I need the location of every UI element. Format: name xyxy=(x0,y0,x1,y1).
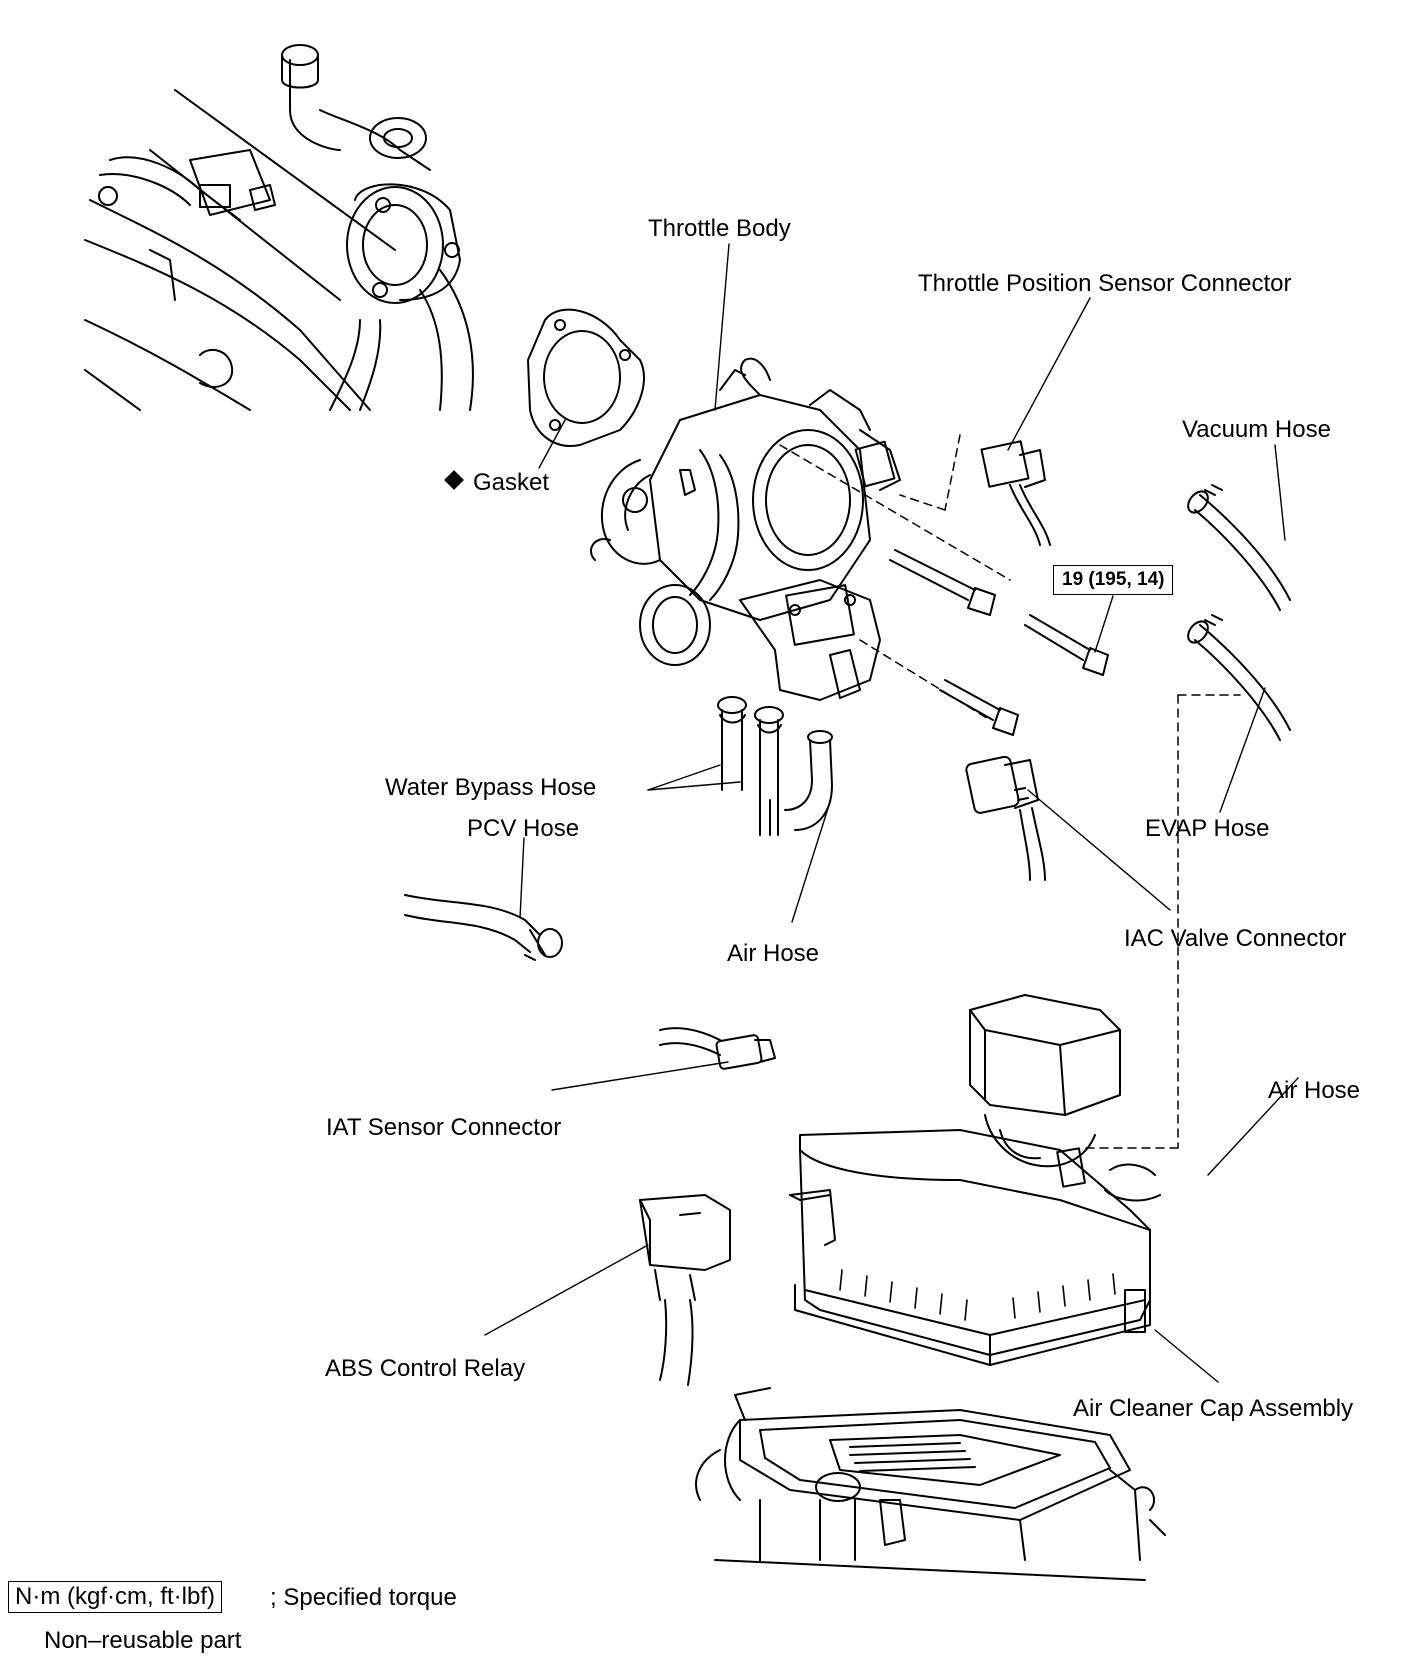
tps-connector-drawing xyxy=(980,440,1051,546)
intake-manifold-drawing xyxy=(84,44,474,411)
label-iac-connector: IAC Valve Connector xyxy=(1124,925,1347,952)
label-iat-connector: IAT Sensor Connector xyxy=(326,1114,562,1141)
label-abs-relay: ABS Control Relay xyxy=(325,1355,526,1382)
label-tps-connector: Throttle Position Sensor Connector xyxy=(918,270,1292,297)
legend-nonreusable-desc: Non–reusable part xyxy=(44,1627,242,1654)
pcv-hose-drawing xyxy=(404,894,563,961)
legend-torque-unit-box: N·m (kgf·cm, ft·lbf) xyxy=(8,1581,222,1613)
label-pcv-hose: PCV Hose xyxy=(467,815,580,842)
alignment-dashed-lines xyxy=(779,434,1241,1149)
label-throttle-body: Throttle Body xyxy=(648,215,791,242)
label-air-cleaner-cap: Air Cleaner Cap Assembly xyxy=(1073,1395,1354,1422)
label-vacuum-hose: Vacuum Hose xyxy=(1182,416,1331,443)
label-air-hose-right: Air Hose xyxy=(1268,1077,1361,1104)
gasket-drawing xyxy=(527,308,645,447)
water-bypass-air-hoses-drawing xyxy=(717,696,833,836)
label-water-bypass-hose: Water Bypass Hose xyxy=(385,774,597,801)
iac-connector-drawing xyxy=(965,755,1046,881)
leader-lines xyxy=(484,243,1299,1383)
torque-spec-box: 19 (195, 14) xyxy=(1053,565,1174,595)
label-gasket: Gasket xyxy=(444,469,550,497)
air-cleaner-cap-drawing xyxy=(789,994,1161,1366)
throttle-body-drawing xyxy=(590,357,901,701)
label-evap-hose: EVAP Hose xyxy=(1145,815,1270,842)
label-air-hose-upper: Air Hose xyxy=(727,940,820,967)
abs-relay-drawing xyxy=(639,1194,731,1386)
label-gasket-text: Gasket xyxy=(473,469,550,496)
iat-connector-drawing xyxy=(659,1027,776,1070)
bolts-drawing xyxy=(889,549,1109,736)
legend-torque-desc: ; Specified torque xyxy=(270,1584,457,1611)
air-cleaner-case-drawing xyxy=(695,1387,1166,1581)
vacuum-evap-hoses-drawing xyxy=(1187,484,1291,741)
non-reusable-diamond-icon xyxy=(444,470,464,490)
